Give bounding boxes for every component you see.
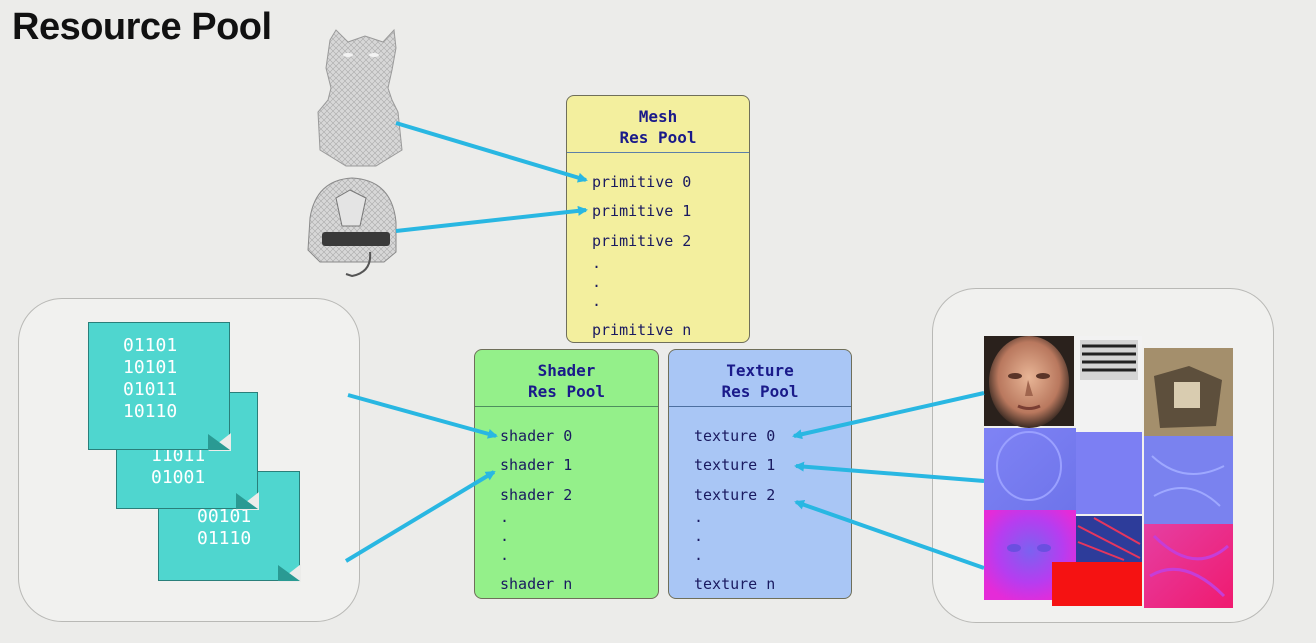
- mesh-pool-divider: [567, 152, 749, 153]
- binary-line: 10101: [123, 357, 178, 378]
- page-curl-icon: [236, 493, 258, 509]
- mesh-res-pool: Mesh Res Pool primitive 0 primitive 1 pr…: [566, 95, 750, 343]
- shader-pool-entry: .: [500, 508, 510, 526]
- texture-pool-entry: texture n: [694, 575, 776, 593]
- mesh-pool-header: Mesh Res Pool: [567, 96, 749, 147]
- texture-arrow-1: [794, 461, 985, 483]
- mesh-pool-entry: .: [592, 292, 602, 310]
- wireframe-helmet-icon: [307, 177, 397, 278]
- texture-atlas-icon: [984, 336, 1233, 608]
- texture-pool-entry: .: [694, 508, 704, 526]
- binary-line: 01001: [151, 467, 206, 488]
- texture-pool-entry: texture 0: [694, 427, 776, 445]
- mesh-pool-entry: .: [592, 273, 602, 291]
- shader-res-pool: Shader Res Pool shader 0 shader 1 shader…: [474, 349, 659, 599]
- shader-arrow-0: [347, 393, 498, 439]
- mesh-arrow-primitive-1: [395, 205, 588, 233]
- texture-pool-divider: [669, 406, 851, 407]
- mesh-pool-entry: primitive 1: [592, 202, 692, 220]
- texture-res-pool: Texture Res Pool texture 0 texture 1 tex…: [668, 349, 852, 599]
- shader-pool-entry: shader 1: [500, 456, 573, 474]
- shader-pool-entry: .: [500, 546, 510, 564]
- mesh-pool-entry: primitive 0: [592, 173, 692, 191]
- mesh-pool-entry: primitive n: [592, 321, 692, 339]
- texture-pool-header: Texture Res Pool: [669, 350, 851, 401]
- shader-pool-entry: .: [500, 527, 510, 545]
- texture-pool-entry: texture 1: [694, 456, 776, 474]
- shader-pool-divider: [475, 406, 658, 407]
- mesh-pool-entry: primitive 2: [592, 232, 692, 250]
- texture-arrow-2: [794, 499, 985, 570]
- shader-pool-entry: shader 2: [500, 486, 573, 504]
- binary-line: 00101: [197, 506, 252, 527]
- binary-line: 01101: [123, 335, 178, 356]
- texture-pool-entry: texture 2: [694, 486, 776, 504]
- texture-pool-entry: .: [694, 546, 704, 564]
- texture-atlas-graphic: [984, 336, 1233, 608]
- mesh-arrow-primitive-0: [395, 121, 588, 183]
- shader-binary-doc: 01101 10101 01011 10110: [88, 322, 231, 451]
- page-curl-icon: [278, 565, 300, 581]
- texture-pool-entry: .: [694, 527, 704, 545]
- binary-line: 11011: [151, 445, 206, 466]
- texture-pool-subtitle: Res Pool: [721, 382, 799, 401]
- texture-pool-title: Texture: [726, 361, 794, 380]
- binary-line: 01110: [197, 528, 252, 549]
- shader-pool-entry: shader n: [500, 575, 573, 593]
- shader-pool-entry: shader 0: [500, 427, 573, 445]
- shader-pool-title: Shader: [537, 361, 596, 380]
- wireframe-head-icon: [317, 28, 403, 167]
- binary-line: 10110: [123, 401, 178, 422]
- page-title: Resource Pool: [12, 6, 272, 48]
- mesh-pool-entry: .: [592, 254, 602, 272]
- shader-pool-subtitle: Res Pool: [527, 382, 606, 401]
- mesh-pool-title: Mesh: [638, 107, 678, 126]
- binary-line: 01011: [123, 379, 178, 400]
- mesh-pool-subtitle: Res Pool: [619, 128, 697, 147]
- texture-arrow-0: [792, 391, 985, 440]
- shader-arrow-1: [344, 470, 496, 563]
- shader-pool-header: Shader Res Pool: [475, 350, 658, 401]
- page-curl-icon: [208, 434, 230, 450]
